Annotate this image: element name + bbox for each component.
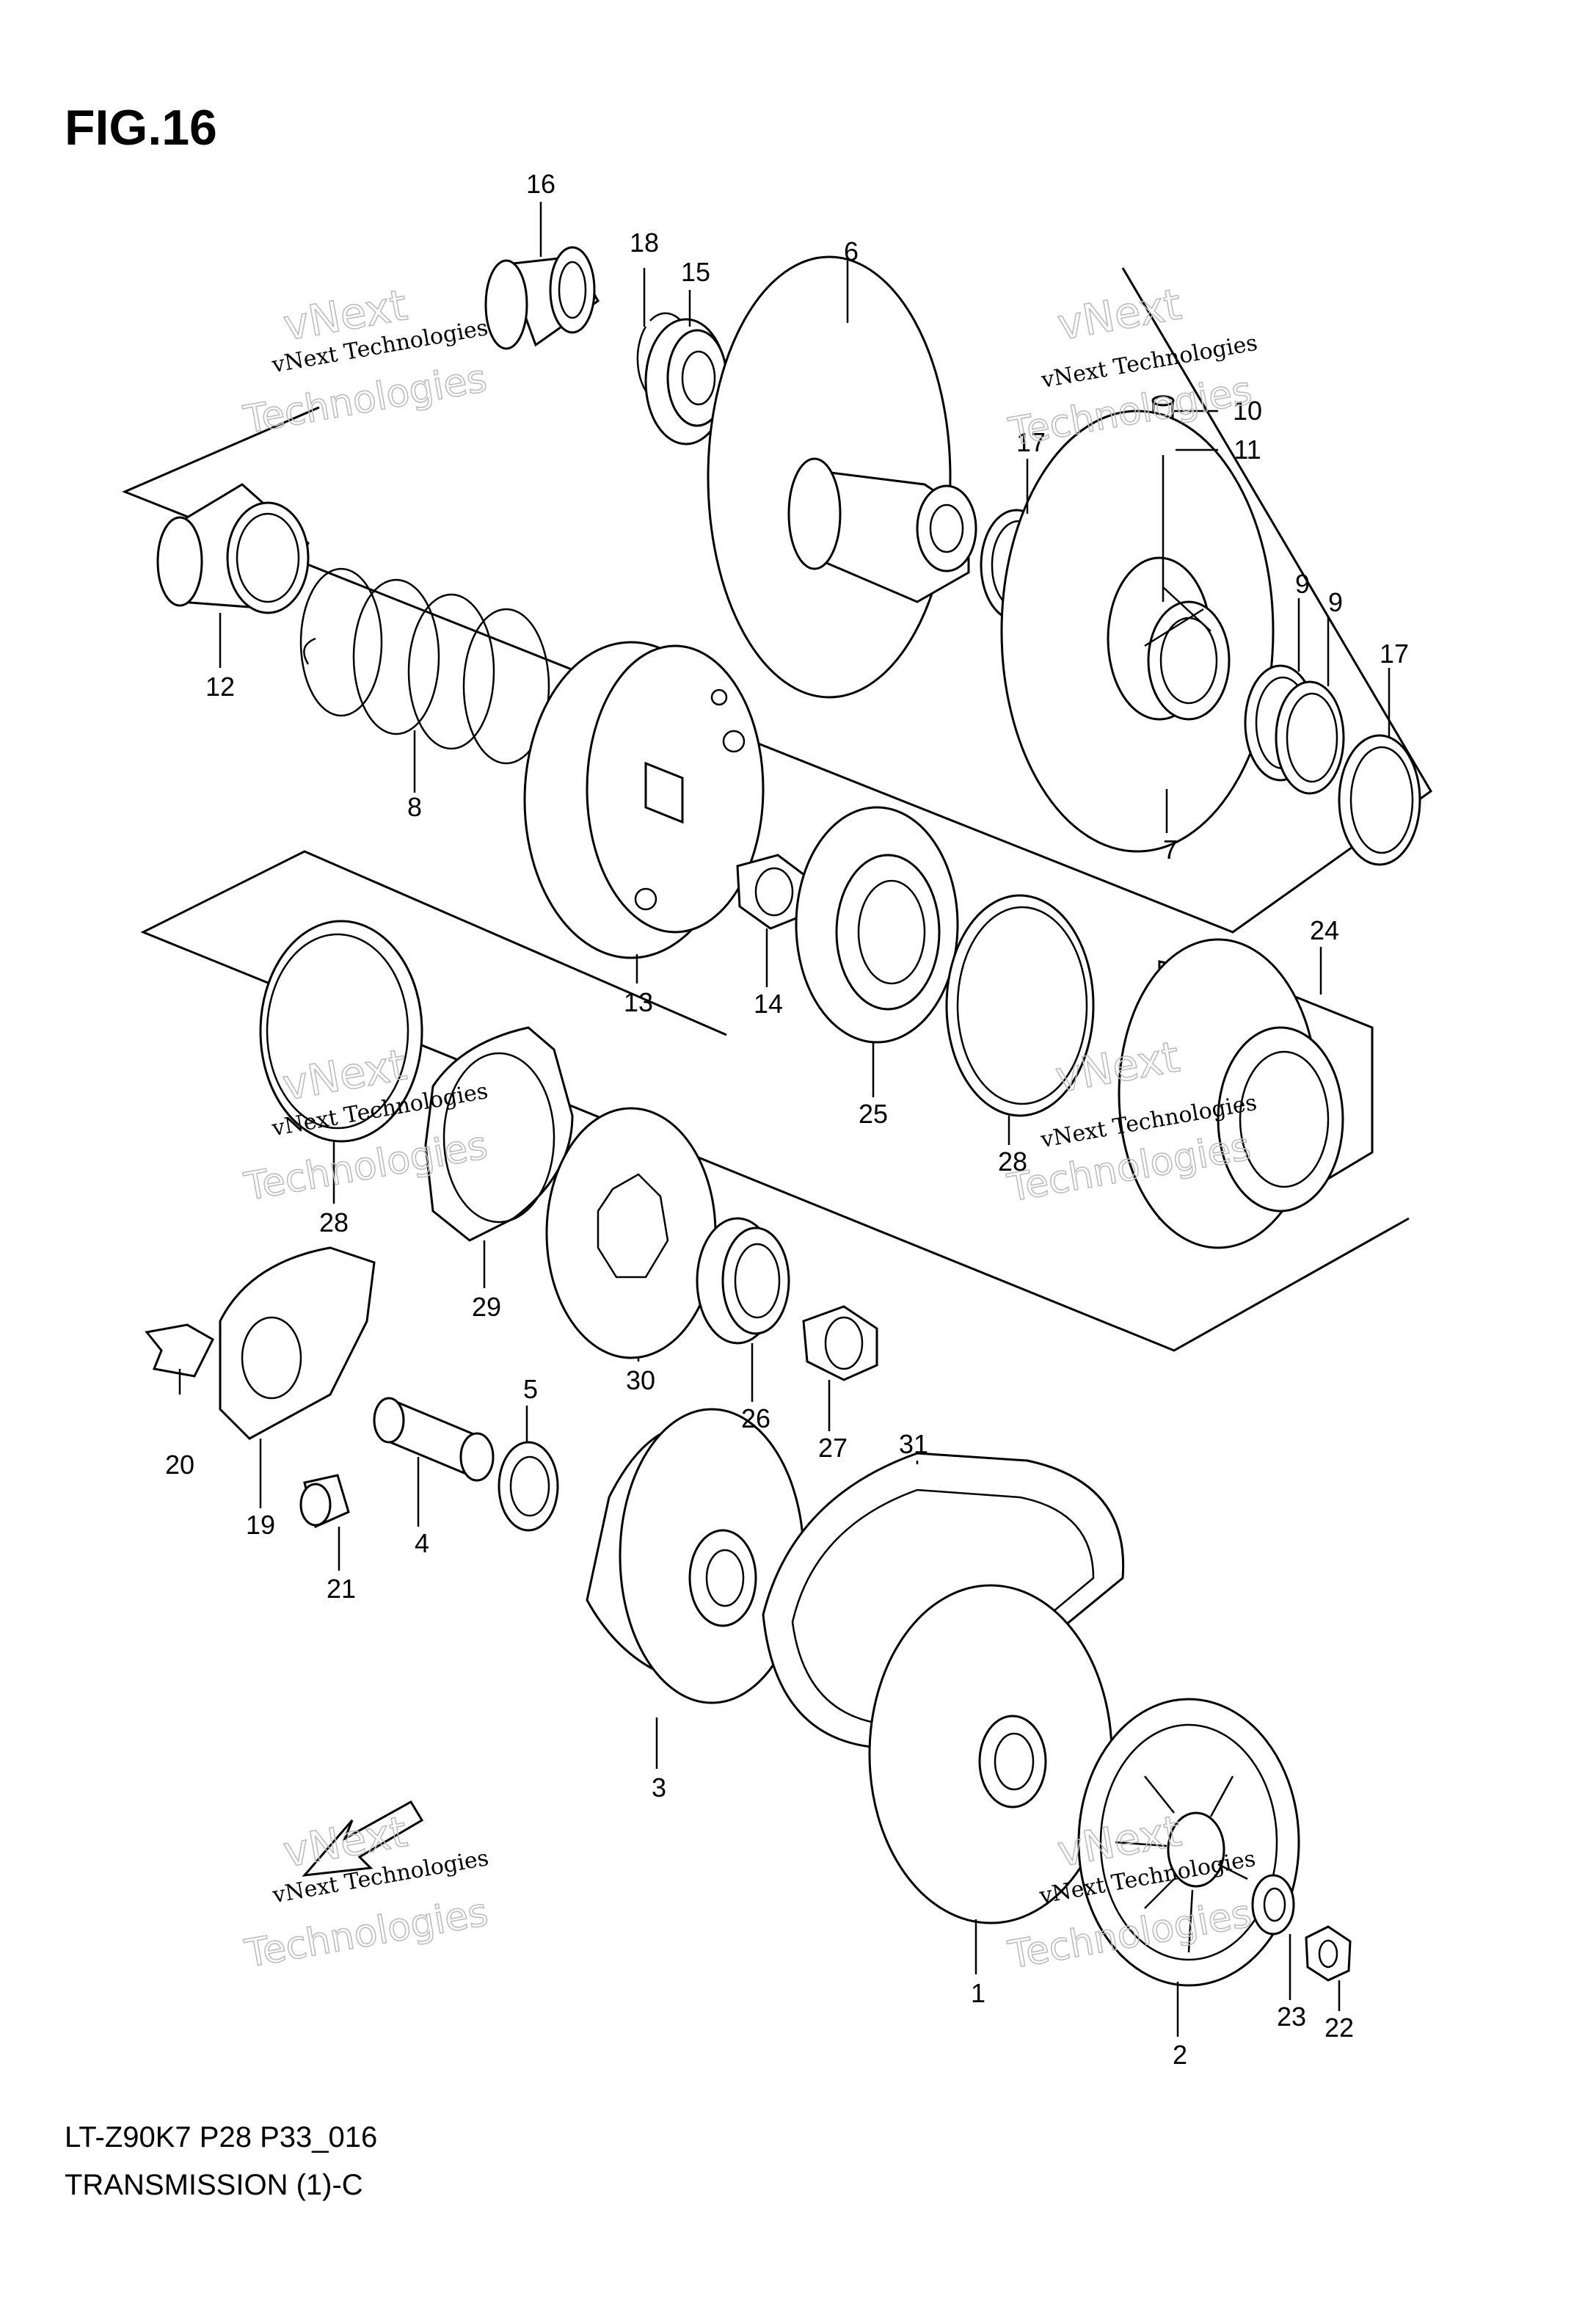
callout-30: 30 bbox=[626, 1365, 655, 1395]
part-4-sleeve[interactable] bbox=[373, 1397, 495, 1482]
leader-lines bbox=[178, 202, 1391, 2037]
callout-5: 5 bbox=[523, 1374, 538, 1404]
callout-9b: 9 bbox=[1328, 587, 1343, 617]
part-8-spring[interactable] bbox=[299, 567, 550, 765]
callout-9a: 9 bbox=[1295, 569, 1310, 599]
callout-22: 22 bbox=[1324, 2013, 1354, 2043]
part-7-driven-face[interactable] bbox=[1000, 410, 1275, 853]
lower-assembly-frame bbox=[140, 850, 1410, 1352]
part-19-ramp-plate[interactable] bbox=[219, 1246, 376, 1440]
callout-29: 29 bbox=[472, 1292, 501, 1322]
part-2-fan-drive-face[interactable] bbox=[1077, 1698, 1300, 1987]
callout-13: 13 bbox=[624, 987, 653, 1017]
callout-18: 18 bbox=[630, 228, 659, 258]
callout-20: 20 bbox=[165, 1450, 194, 1480]
callout-25: 25 bbox=[859, 1099, 888, 1129]
model-code: LT-Z90K7 P28 P33_016 bbox=[65, 2121, 377, 2153]
part-30-plate[interactable] bbox=[545, 1107, 717, 1359]
part-6-drive-face[interactable] bbox=[707, 255, 977, 699]
callout-31: 31 bbox=[899, 1429, 928, 1459]
part-12-spring-seat[interactable] bbox=[156, 483, 310, 614]
part-28-washer-b[interactable] bbox=[259, 920, 423, 1143]
watermark-top-right: vNext vNext Technologies Technologies bbox=[1005, 278, 1259, 455]
callout-21: 21 bbox=[327, 1574, 356, 1604]
callout-2: 2 bbox=[1173, 2040, 1187, 2070]
part-1-drive-face[interactable] bbox=[868, 1584, 1113, 1924]
callout-19: 19 bbox=[246, 1510, 275, 1540]
part-25-housing[interactable] bbox=[795, 806, 959, 1044]
part-16-needle-bearing[interactable] bbox=[484, 246, 600, 350]
part-29-plate[interactable] bbox=[424, 1026, 574, 1242]
callout-8: 8 bbox=[407, 792, 422, 822]
part-24-clutch-housing[interactable] bbox=[1118, 938, 1374, 1249]
callout-26: 26 bbox=[741, 1403, 770, 1433]
part-17-seal-ring-b[interactable] bbox=[1338, 734, 1421, 866]
callout-17a: 17 bbox=[1016, 427, 1046, 457]
watermark-top-left: vNext vNext Technologies Technologies bbox=[240, 279, 491, 443]
callout-6: 6 bbox=[844, 236, 859, 266]
section-name: TRANSMISSION (1)-C bbox=[65, 2169, 363, 2201]
part-20-clip[interactable] bbox=[145, 1323, 214, 1378]
part-22-nut[interactable] bbox=[1305, 1925, 1352, 1982]
callout-4: 4 bbox=[415, 1528, 429, 1558]
callout-28a: 28 bbox=[998, 1146, 1027, 1177]
callout-15: 15 bbox=[681, 257, 710, 287]
callout-24: 24 bbox=[1310, 915, 1339, 945]
part-5-bearing[interactable] bbox=[498, 1441, 559, 1532]
figure-title: FIG.16 bbox=[65, 100, 217, 156]
part-26-collar[interactable] bbox=[696, 1217, 790, 1345]
part-9-ring-b[interactable] bbox=[1275, 680, 1345, 795]
callout-27: 27 bbox=[818, 1433, 848, 1463]
callout-12: 12 bbox=[205, 672, 235, 702]
part-15-bearing[interactable] bbox=[644, 318, 728, 446]
part-28-washer-a[interactable] bbox=[945, 894, 1095, 1117]
callout-7: 7 bbox=[1163, 835, 1178, 865]
part-27-nut[interactable] bbox=[802, 1305, 878, 1381]
part-13-clutch-shoe[interactable] bbox=[523, 641, 765, 959]
part-3-movable-drive-face[interactable] bbox=[586, 1408, 805, 1704]
callout-14: 14 bbox=[754, 989, 783, 1019]
callout-23: 23 bbox=[1277, 2002, 1306, 2032]
front-arrow-icon bbox=[302, 1800, 424, 1877]
watermark-bottom-left: vNext vNext Technologies Technologies bbox=[241, 1806, 492, 1977]
callout-17b: 17 bbox=[1380, 639, 1409, 669]
callout-1: 1 bbox=[971, 1978, 985, 2008]
part-23-washer[interactable] bbox=[1251, 1874, 1295, 1935]
part-21-weight-roller[interactable] bbox=[299, 1474, 350, 1529]
callout-10: 10 bbox=[1233, 396, 1262, 426]
callout-11: 11 bbox=[1234, 435, 1261, 465]
callout-28b: 28 bbox=[319, 1207, 349, 1237]
callout-16: 16 bbox=[526, 169, 555, 199]
callout-3: 3 bbox=[652, 1773, 666, 1803]
callout-numbers: 16 18 15 6 17 10 11 9 9 17 7 12 8 13 14 … bbox=[165, 169, 1409, 2070]
